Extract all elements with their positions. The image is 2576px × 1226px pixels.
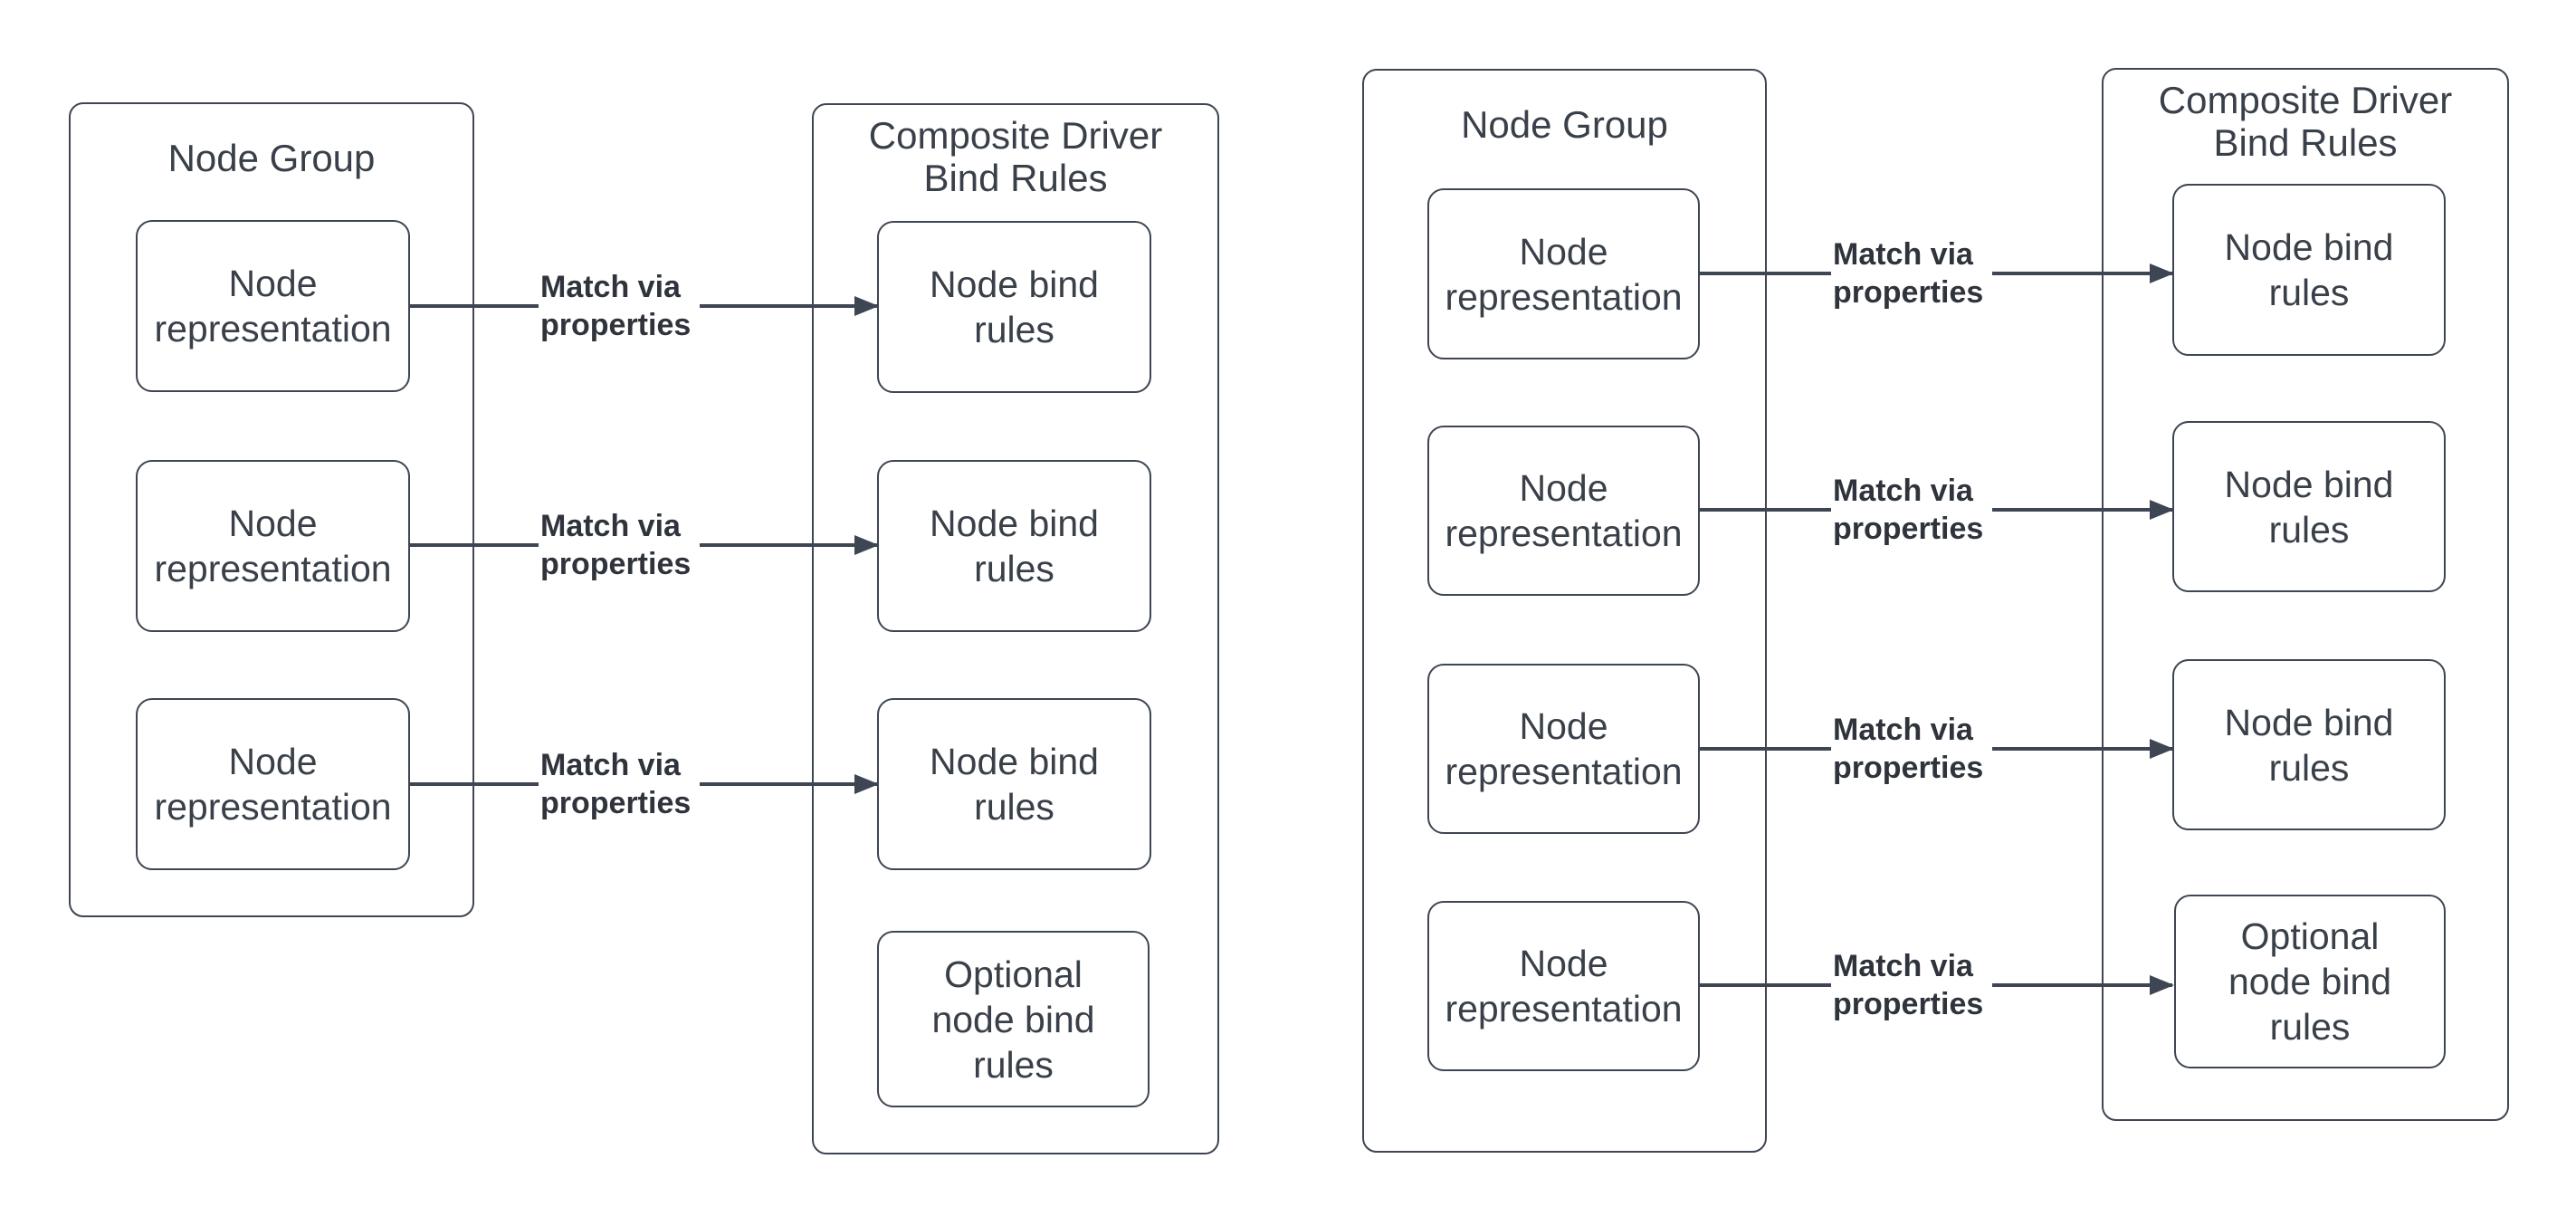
composite-driver-bind-rules-container: Composite Driver Bind Rules (812, 103, 1219, 1154)
node-representation-label: Node representation (1445, 705, 1683, 792)
node-representation-box: Node representation (1427, 664, 1700, 834)
arrowhead-icon (2150, 500, 2174, 520)
node-bind-rules-label: Node bind rules (930, 263, 1099, 350)
optional-node-bind-rules-label: Optional node bind rules (2228, 915, 2392, 1048)
arrowhead-icon (2150, 263, 2174, 283)
node-group-title: Node Group (1461, 103, 1668, 146)
node-group-title: Node Group (167, 137, 376, 179)
node-representation-box: Node representation (1427, 426, 1700, 596)
connector-arrow: Match via properties (1700, 234, 2174, 313)
node-representation-label: Node representation (154, 503, 392, 589)
node-bind-rules-label: Node bind rules (2224, 226, 2394, 313)
connector-arrow: Match via properties (1700, 945, 2174, 1025)
node-bind-rules-label: Node bind rules (2224, 463, 2394, 551)
node-bind-rules-box: Node bind rules (2172, 421, 2446, 592)
arrowhead-icon (2150, 739, 2174, 759)
node-bind-rules-label: Node bind rules (2224, 701, 2394, 789)
composite-driver-bind-rules-title: Composite Driver Bind Rules (868, 114, 1163, 199)
optional-node-bind-rules-label: Optional node bind rules (931, 953, 1095, 1086)
node-representation-box: Node representation (1427, 901, 1700, 1071)
optional-node-bind-rules-box: Optional node bind rules (2174, 895, 2446, 1068)
node-representation-box: Node representation (136, 220, 410, 392)
connector-label: Match via properties (539, 266, 701, 346)
arrowhead-icon (854, 535, 879, 555)
arrowhead-icon (854, 774, 879, 794)
node-representation-box: Node representation (136, 698, 410, 870)
node-representation-label: Node representation (1445, 467, 1683, 554)
connector-arrow: Match via properties (1700, 709, 2174, 789)
connector-label: Match via properties (539, 505, 701, 585)
connector-arrow: Match via properties (410, 266, 879, 346)
node-bind-rules-box: Node bind rules (877, 460, 1151, 632)
connector-label: Match via properties (1831, 709, 1993, 789)
node-representation-box: Node representation (1427, 188, 1700, 359)
connector-label: Match via properties (1831, 945, 1993, 1025)
composite-driver-bind-rules-title: Composite Driver Bind Rules (2158, 79, 2453, 164)
connector-label: Match via properties (1831, 470, 1993, 550)
node-bind-rules-label: Node bind rules (930, 503, 1099, 589)
node-group-container: Node Group (69, 102, 474, 917)
arrowhead-icon (2150, 975, 2174, 995)
node-representation-box: Node representation (136, 460, 410, 632)
composite-driver-bind-rules-container: Composite Driver Bind Rules (2102, 68, 2509, 1121)
node-representation-label: Node representation (154, 741, 392, 828)
optional-node-bind-rules-box: Optional node bind rules (877, 931, 1150, 1107)
node-bind-rules-box: Node bind rules (877, 698, 1151, 870)
node-group-container: Node Group (1362, 69, 1767, 1153)
connector-label: Match via properties (539, 744, 701, 824)
node-bind-rules-box: Node bind rules (2172, 659, 2446, 830)
connector-label: Match via properties (1831, 234, 1993, 313)
node-bind-rules-label: Node bind rules (930, 741, 1099, 828)
node-representation-label: Node representation (1445, 943, 1683, 1030)
connector-arrow: Match via properties (410, 505, 879, 585)
arrowhead-icon (854, 296, 879, 316)
node-bind-rules-box: Node bind rules (877, 221, 1151, 393)
node-representation-label: Node representation (154, 263, 392, 350)
connector-arrow: Match via properties (410, 744, 879, 824)
connector-arrow: Match via properties (1700, 470, 2174, 550)
node-representation-label: Node representation (1445, 230, 1683, 318)
node-bind-rules-box: Node bind rules (2172, 184, 2446, 356)
